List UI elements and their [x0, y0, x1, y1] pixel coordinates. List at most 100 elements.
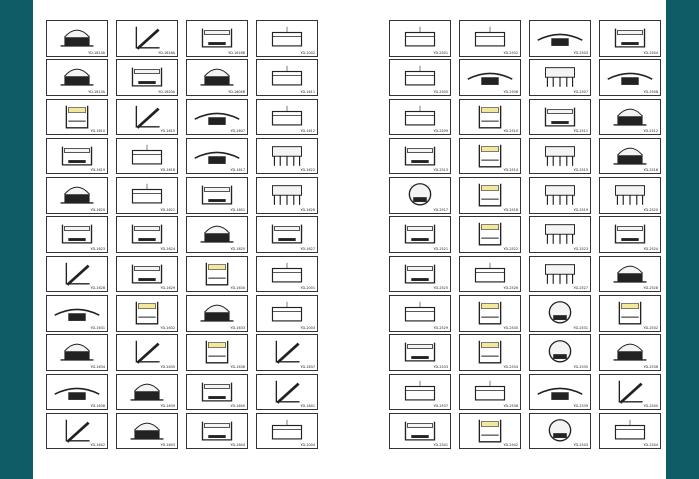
profile-drawing [545, 224, 575, 245]
profile-card: YD-2505 [389, 59, 451, 96]
profile-drawing [201, 382, 233, 402]
profile-drawing [548, 301, 572, 324]
profile-drawing [271, 105, 303, 126]
profile-card: YD-1630 [186, 255, 248, 293]
profile-drawing [408, 183, 432, 206]
profile-drawing [205, 262, 229, 286]
profile-drawing [614, 419, 646, 440]
profile-card: YD-2537 [389, 373, 451, 411]
profile-code: YD-2541 [433, 443, 448, 448]
profile-drawing [478, 183, 502, 207]
profile-drawing [131, 264, 163, 284]
page-gutter [333, 0, 364, 479]
profile-card: YD-1621 [116, 177, 178, 214]
profile-card: YD-1631 [46, 295, 108, 332]
profile-code: YD-2529 [433, 325, 448, 330]
profile-code: YD-2523 [573, 246, 588, 251]
profile-code: YD-1631 [90, 325, 105, 330]
profile-card: YD-2521 [389, 216, 451, 253]
profile-drawing [404, 264, 436, 284]
profile-card: YD-1633 [186, 295, 248, 332]
profile-card: YD-2526 [459, 255, 521, 293]
profile-drawing [614, 28, 646, 48]
profile-drawing [545, 263, 575, 284]
profile-card: YD-1612 [256, 98, 318, 136]
profile-card: YD-1613A [46, 59, 108, 96]
profile-drawing [135, 26, 160, 50]
profile-code: YD-1611 [300, 89, 315, 94]
profile-code: YD-2530 [503, 325, 518, 330]
profile-drawing [613, 108, 647, 126]
profile-code: YD-1621 [160, 207, 175, 212]
profile-code: YD-2532 [643, 325, 658, 330]
profile-drawing [271, 26, 303, 47]
profile-drawing [194, 112, 240, 125]
profile-code: YD-1624 [160, 246, 175, 251]
profile-card: YD-2542 [459, 412, 521, 450]
profile-card: YD-1632 [116, 295, 178, 332]
profile-card: YD-2513 [389, 137, 451, 175]
profile-code: YD-1639 [160, 404, 175, 409]
profile-card: YD-2502 [459, 20, 521, 57]
profile-code: YD-2004 [300, 443, 315, 448]
profile-card: YD-2540 [599, 373, 661, 411]
profile-code: YD-1613A [88, 89, 105, 94]
profile-code: YD-2518 [503, 207, 518, 212]
profile-card: YD-2529 [389, 295, 451, 332]
profile-drawing [545, 185, 575, 206]
profile-card: YD-1628 [46, 255, 108, 293]
profile-drawing [474, 262, 506, 283]
profile-code: YD-2506 [503, 89, 518, 94]
profile-card: YD-2514 [459, 137, 521, 175]
profile-drawing [474, 380, 506, 401]
profile-card: YD-1638 [46, 373, 108, 411]
profile-drawing [478, 419, 502, 443]
profile-drawing [404, 225, 436, 245]
profile-code: YD-1626 [300, 207, 315, 212]
profile-code: YD-1604B [228, 89, 245, 94]
profile-drawing [135, 341, 160, 365]
profile-card: YD-1625 [186, 216, 248, 253]
profile-drawing [65, 262, 90, 286]
profile-code: YD-2540 [643, 404, 658, 409]
profile-card: YD-2517 [389, 177, 451, 214]
profile-code: YD-1636 [230, 364, 245, 369]
profile-code: YD-1634 [90, 364, 105, 369]
profile-drawing [60, 29, 94, 47]
profile-code: YD-1635 [160, 364, 175, 369]
profile-code: YD-1633 [230, 325, 245, 330]
profile-card: YD-2004 [256, 412, 318, 450]
profile-drawing [615, 185, 645, 206]
profile-drawing [478, 301, 502, 325]
profile-code: YD-1610 [90, 129, 105, 134]
profile-card: YD-2520 [599, 177, 661, 214]
profile-drawing [537, 387, 583, 400]
profile-drawing [404, 26, 436, 47]
profile-card: YD-2541 [389, 412, 451, 450]
profile-card: YD-1640 [186, 373, 248, 411]
profile-code: YD-2505 [433, 89, 448, 94]
profile-code: YD-2524 [643, 246, 658, 251]
profile-card: YD-1627 [256, 216, 318, 253]
profile-drawing [537, 33, 583, 46]
profile-card: YD-1622 [256, 137, 318, 175]
profile-card: YD-2003 [256, 295, 318, 332]
profile-drawing [135, 105, 160, 129]
profile-drawing [200, 226, 234, 244]
profile-drawing [201, 28, 233, 48]
profile-card: YD-1618 [116, 137, 178, 175]
profile-card: YD-2508 [599, 59, 661, 96]
profile-code: YD-1637 [300, 364, 315, 369]
profile-card: YD-1636 [186, 334, 248, 371]
profile-drawing [545, 146, 575, 166]
profile-card: YD-1634 [46, 334, 108, 371]
profile-card: YD-2539 [529, 373, 591, 411]
profile-drawing [478, 341, 502, 364]
profile-code: YD-2520 [643, 207, 658, 212]
profile-card: YD-2516 [599, 137, 661, 175]
profile-code: YD-2515 [573, 168, 588, 173]
profile-code: YD-1623 [90, 246, 105, 251]
profile-card: YD-2002 [256, 20, 318, 57]
profile-drawing [272, 185, 302, 206]
